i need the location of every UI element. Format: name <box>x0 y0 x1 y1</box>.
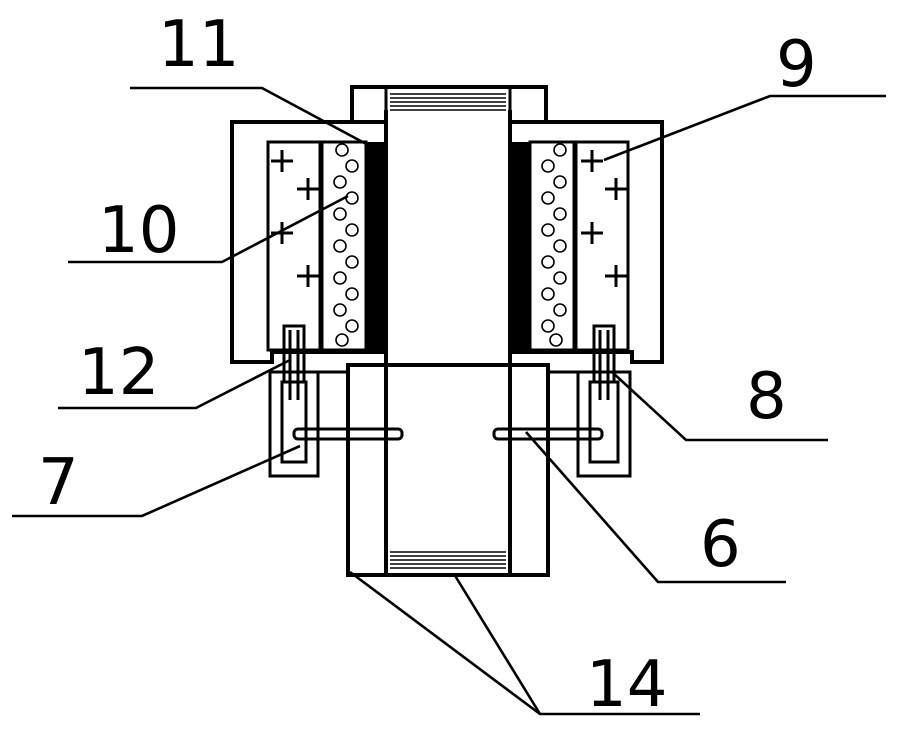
right-beads <box>541 143 567 347</box>
label-9: 9 <box>776 28 817 102</box>
left-filter-chamber <box>266 140 384 352</box>
label-11: 11 <box>158 8 239 82</box>
label-7: 7 <box>38 446 79 520</box>
top-collar <box>350 85 548 122</box>
right-filter-chamber <box>512 140 630 352</box>
left-beads <box>333 143 359 347</box>
left-clamp <box>268 324 404 478</box>
label-14: 14 <box>586 648 667 722</box>
right-housing <box>508 120 664 364</box>
left-plus-marks <box>271 150 319 287</box>
label-8: 8 <box>746 360 787 434</box>
central-tube <box>346 110 550 577</box>
label-12: 12 <box>78 336 159 410</box>
right-plus-marks <box>581 150 627 287</box>
label-10: 10 <box>98 194 179 268</box>
left-housing <box>230 120 388 364</box>
label-6: 6 <box>700 508 741 582</box>
leader-lines <box>12 86 886 716</box>
